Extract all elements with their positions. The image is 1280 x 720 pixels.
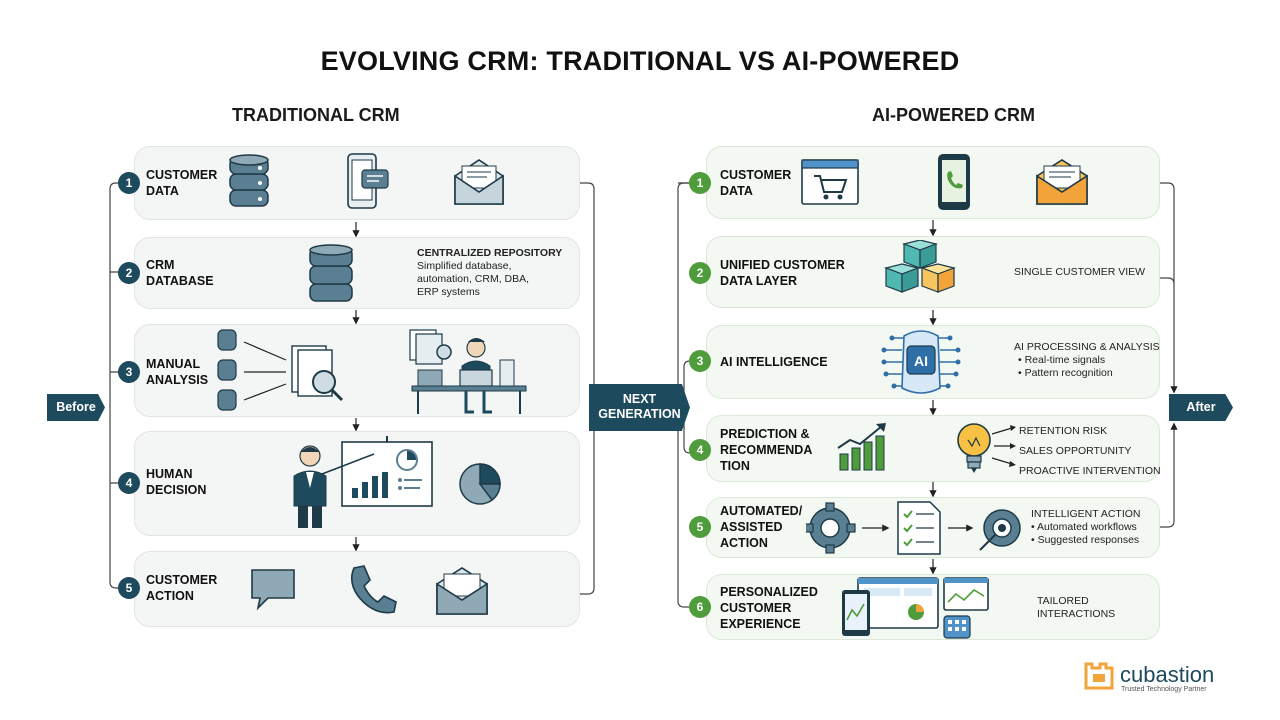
stage-label: MANUAL ANALYSIS	[146, 357, 209, 387]
step-badge: 5	[689, 516, 711, 538]
stage-label: HUMAN DECISION	[146, 467, 207, 497]
presenter-whiteboard-icon	[293, 436, 433, 528]
chat-bubble-icon	[251, 569, 295, 611]
step-badge: 6	[689, 596, 711, 618]
bullet: Suggested responses	[1031, 534, 1141, 547]
transition-line-2: GENERATION	[598, 407, 681, 421]
logo-wordmark: cubastion	[1120, 662, 1215, 687]
person-at-desk-icon	[409, 329, 527, 414]
page-title: EVOLVING CRM: TRADITIONAL VS AI-POWERED	[320, 46, 960, 76]
ai-stage-prediction	[706, 415, 1160, 482]
tailored-interactions-note: TAILORED INTERACTIONS	[1037, 595, 1116, 620]
step-badge: 3	[118, 361, 140, 383]
step-badge: 1	[689, 172, 711, 194]
cubastion-logo-icon	[1084, 662, 1114, 690]
stage-label: CUSTOMER DATA	[146, 168, 218, 198]
envelope-icon	[436, 567, 488, 615]
transition-line-1: NEXT	[622, 392, 657, 406]
step-badge: 4	[118, 472, 140, 494]
workflow-gears-icon	[806, 501, 1021, 555]
traditional-stage-crm-database	[134, 237, 580, 309]
stage-label: CRM DATABASE	[146, 258, 214, 288]
single-customer-view-note: SINGLE CUSTOMER VIEW	[1014, 266, 1146, 278]
ai-processing-note: AI PROCESSING & ANALYSIS Real-time signa…	[1014, 341, 1160, 380]
bullet: Automated workflows	[1031, 521, 1141, 534]
ai-chip-text: AI	[914, 353, 928, 369]
bullet: Real-time signals	[1018, 354, 1160, 367]
after-flag: After	[1169, 394, 1233, 421]
phone-handset-icon	[350, 565, 397, 614]
prediction-outcomes: RETENTION RISK SALES OPPORTUNITY PROACTI…	[1019, 425, 1161, 477]
logo-tagline: Trusted Technology Partner	[1121, 686, 1207, 693]
mobile-phone-icon	[938, 154, 970, 210]
stage-label: PERSONALIZED CUSTOMER EXPERIENCE	[720, 585, 818, 631]
stage-label: UNIFIED CUSTOMER DATA LAYER	[720, 258, 845, 288]
stage-label: CUSTOMER DATA	[720, 168, 792, 198]
database-icon	[309, 244, 353, 302]
pie-chart-icon	[459, 463, 501, 505]
stage-label: PREDICTION & RECOMMENDA TION	[720, 427, 813, 473]
documents-magnifier-icon	[217, 329, 344, 411]
stage-label: AI INTELLIGENCE	[720, 355, 828, 369]
step-badge: 2	[689, 262, 711, 284]
phone-chat-icon	[347, 153, 389, 209]
step-badge: 4	[689, 439, 711, 461]
ai-brain-chip-icon: AI	[881, 330, 961, 394]
stage-label: AUTOMATED/ ASSISTED ACTION	[720, 504, 803, 550]
database-icon	[229, 154, 269, 207]
growth-chart-icon	[837, 423, 886, 471]
lightbulb-icon	[957, 423, 1016, 473]
ai-heading: AI-POWERED CRM	[872, 105, 1035, 125]
envelope-icon	[1036, 159, 1088, 205]
centralized-repository-note: CENTRALIZED REPOSITORY Simplified databa…	[417, 247, 563, 298]
step-badge: 2	[118, 262, 140, 284]
step-badge: 1	[118, 172, 140, 194]
stage-label: CUSTOMER ACTION	[146, 573, 218, 603]
before-flag: Before	[47, 394, 105, 421]
step-badge: 5	[118, 577, 140, 599]
cubes-icon	[883, 240, 957, 293]
multi-device-dashboard-icon	[842, 577, 989, 639]
shopping-cart-browser-icon	[801, 159, 859, 205]
step-badge: 3	[689, 350, 711, 372]
bullet: Pattern recognition	[1018, 367, 1160, 380]
envelope-icon	[454, 159, 504, 205]
traditional-heading: TRADITIONAL CRM	[232, 105, 400, 125]
next-generation-flag: NEXT GENERATION	[589, 384, 690, 431]
intelligent-action-note: INTELLIGENT ACTION Automated workflows S…	[1031, 508, 1141, 547]
